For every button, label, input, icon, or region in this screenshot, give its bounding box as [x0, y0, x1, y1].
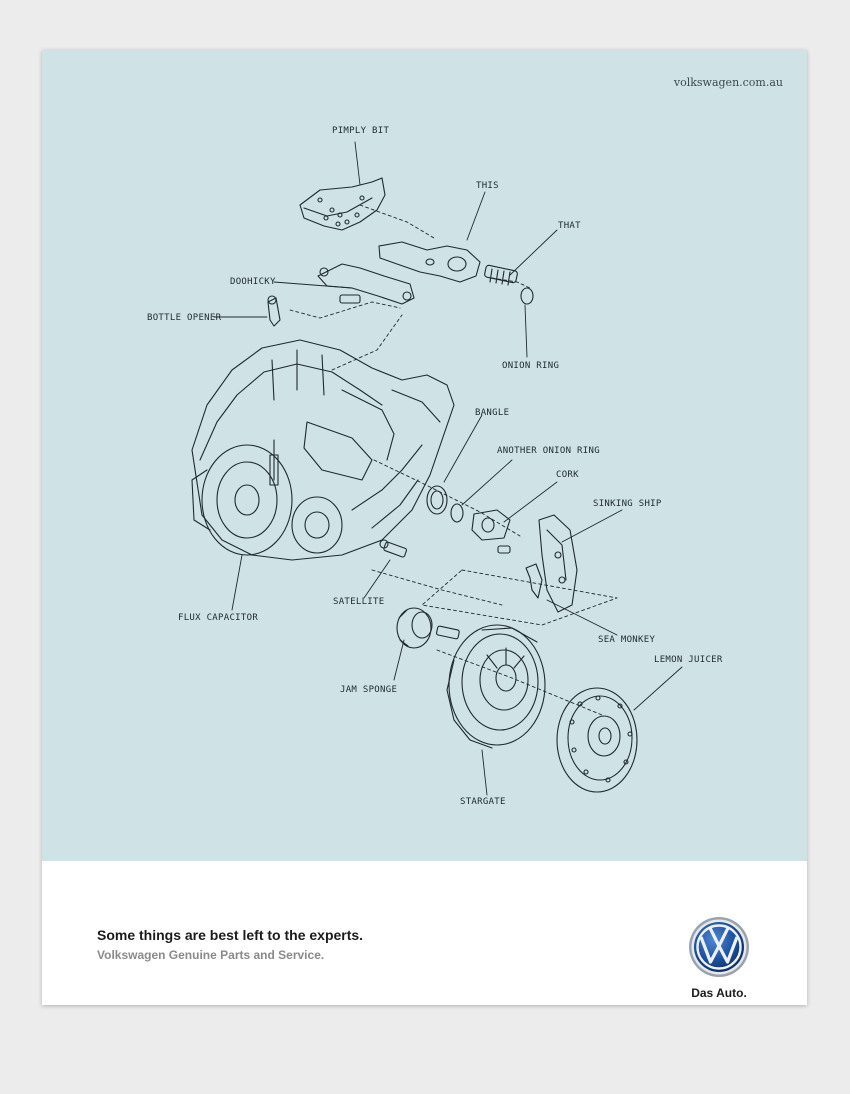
leader-lines: [213, 141, 683, 796]
label-onion-ring: ONION RING: [502, 361, 560, 371]
label-sea-monkey: SEA MONKEY: [598, 635, 656, 645]
bottle-opener-drawing: [267, 295, 281, 327]
this-part-drawing: [378, 241, 481, 283]
stargate-drawing: [446, 624, 546, 749]
label-sinking-ship: SINKING SHIP: [593, 499, 662, 509]
label-pimply-bit: PIMPLY BIT: [332, 126, 390, 136]
label-this: THIS: [476, 181, 499, 191]
pimply-bit-drawing: [299, 177, 386, 231]
label-lemon-juicer: LEMON JUICER: [654, 655, 723, 665]
label-cork: CORK: [556, 470, 579, 480]
satellite-drawing: [379, 539, 408, 558]
assembly-dashes: [289, 204, 618, 716]
label-flux-capacitor: FLUX CAPACITOR: [178, 613, 259, 623]
headline: Some things are best left to the experts…: [97, 927, 364, 943]
subline: Volkswagen Genuine Parts and Service.: [97, 948, 325, 962]
tagline: Das Auto.: [691, 986, 747, 1000]
jam-sponge-drawing: [396, 607, 460, 649]
vw-logo-icon: [689, 917, 749, 977]
label-that: THAT: [558, 221, 581, 231]
advert-page: volkswagen.com.au PIMPLY BIT THIS THAT D…: [42, 50, 807, 1005]
label-bottle-opener: BOTTLE OPENER: [147, 313, 222, 323]
bangle-drawing: [426, 485, 448, 515]
sea-monkey-drawing: [525, 563, 543, 599]
onion-ring-drawing: [520, 287, 534, 305]
label-bangle: BANGLE: [475, 408, 510, 418]
cork-drawing: [471, 509, 511, 554]
exploded-parts-diagram: volkswagen.com.au PIMPLY BIT THIS THAT D…: [42, 50, 807, 861]
label-another-onion-ring: ANOTHER ONION RING: [497, 446, 600, 456]
label-doohicky: DOOHICKY: [230, 277, 276, 287]
website-url: volkswagen.com.au: [673, 76, 783, 89]
lemon-juicer-drawing: [556, 687, 638, 793]
label-jam-sponge: JAM SPONGE: [340, 685, 398, 695]
label-satellite: SATELLITE: [333, 597, 385, 607]
another-onion-ring-drawing: [450, 503, 464, 523]
label-stargate: STARGATE: [460, 797, 506, 807]
line-drawing: [191, 141, 683, 796]
doohicky-drawing: [317, 263, 415, 305]
flux-capacitor-drawing: [191, 339, 455, 561]
sinking-ship-drawing: [538, 514, 578, 613]
that-bolt-drawing: [484, 264, 518, 286]
advert-footer: Some things are best left to the experts…: [42, 861, 807, 1005]
